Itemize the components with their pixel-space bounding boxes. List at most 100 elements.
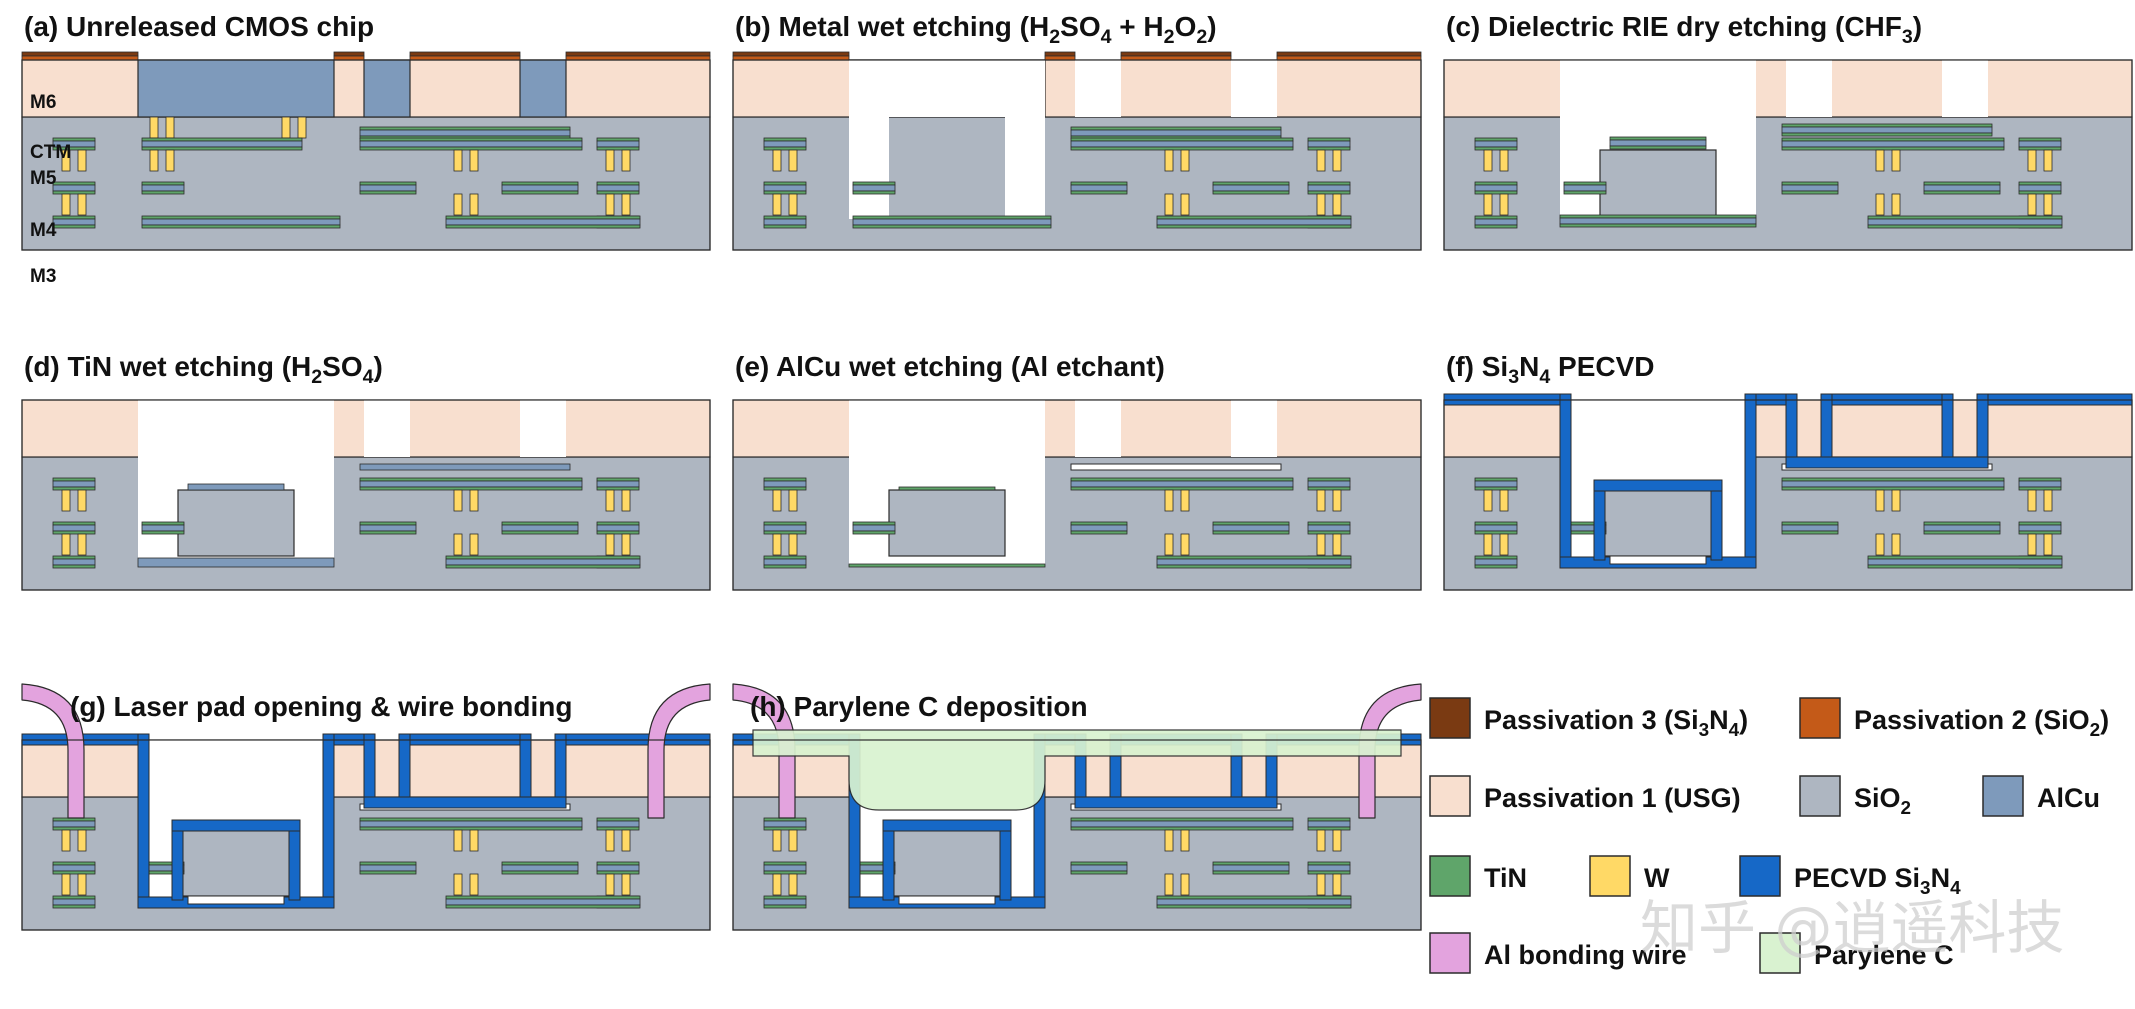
bonding-wire <box>647 683 711 819</box>
tin-layer <box>359 146 583 151</box>
tin-layer <box>1070 530 1128 535</box>
panel-title-a-text: (a) Unreleased CMOS chip <box>24 11 374 42</box>
legend-label-text: Parylene C <box>1814 940 1954 970</box>
tin-layer <box>1307 826 1351 831</box>
panel-title-f: (f) Si3N4 PECVD <box>1446 351 1655 388</box>
tin-layer <box>1070 137 1294 142</box>
tin-layer <box>501 530 579 535</box>
metal-line <box>1474 524 1518 532</box>
legend-label: TiN <box>1484 863 1527 893</box>
legend-label-part: ) <box>1739 705 1748 735</box>
w-via <box>621 489 631 512</box>
tin-layer <box>52 181 96 186</box>
legend-label: Parylene C <box>1814 940 1954 970</box>
legend-label-text: W <box>1644 863 1670 893</box>
tin-layer <box>141 521 185 526</box>
w-via <box>605 533 615 556</box>
w-via <box>621 533 631 556</box>
metal-line <box>763 864 807 872</box>
metal-line <box>1156 558 1352 566</box>
legend-item-passivation2: Passivation 2 (SiO2) <box>1799 697 2109 741</box>
tin-layer <box>1781 190 1839 195</box>
watermark: 知乎 @逍遥科技 <box>1640 894 2064 962</box>
passivation-3 <box>1120 51 1232 57</box>
tin-layer <box>763 137 807 142</box>
tin-layer <box>1563 190 1607 195</box>
w-via <box>1875 489 1885 512</box>
tin-layer <box>596 861 640 866</box>
tin-layer <box>1474 555 1518 560</box>
legend-item-usg: Passivation 1 (USG) <box>1429 775 1741 817</box>
opening <box>138 400 334 457</box>
tin-layer <box>2018 486 2062 491</box>
panel-frame <box>21 739 711 931</box>
w-via <box>469 533 479 556</box>
w-via <box>1316 489 1326 512</box>
tin-layer <box>2018 477 2062 482</box>
metal-line <box>141 140 303 148</box>
metal-line <box>1212 184 1290 192</box>
tin-layer <box>1474 564 1518 569</box>
tin-layer <box>1781 123 1993 128</box>
w-via <box>61 149 71 172</box>
w-via <box>2043 533 2053 556</box>
tin-layer <box>52 861 96 866</box>
tin-layer <box>52 530 96 535</box>
tin-layer <box>1307 870 1351 875</box>
metal-line <box>1070 820 1294 828</box>
panel-title-b-part: O <box>1175 11 1197 42</box>
metal-line <box>52 898 96 906</box>
w-via <box>788 193 798 216</box>
legend-swatch <box>1589 855 1631 897</box>
panel-title-f-text: (f) Si <box>1446 351 1508 382</box>
metal-line <box>1307 820 1351 828</box>
metal-line <box>1609 139 1707 147</box>
metal-line <box>1070 140 1294 148</box>
tin-layer <box>501 861 579 866</box>
w-via <box>1316 829 1326 852</box>
w-via <box>453 489 463 512</box>
tin-layer <box>445 224 641 229</box>
w-via <box>2027 193 2037 216</box>
passivation-3 <box>21 51 139 57</box>
w-via <box>788 489 798 512</box>
metal-line <box>1474 480 1518 488</box>
panel-title-b-part: ) <box>1207 11 1216 42</box>
metal-line <box>1867 218 2063 226</box>
pecvd-si3n4 <box>398 733 411 805</box>
tin-layer <box>1559 223 1757 228</box>
w-via <box>77 829 87 852</box>
metal-line <box>1781 140 2005 148</box>
opening <box>1942 60 1988 117</box>
panel-f <box>1443 393 2133 591</box>
tin-layer <box>1070 181 1128 186</box>
tin-layer <box>763 224 807 229</box>
tin-layer <box>1212 870 1290 875</box>
passivation-3 <box>1044 51 1076 57</box>
legend-swatch <box>1739 855 1781 897</box>
panel-frame <box>732 739 1422 931</box>
tin-layer <box>445 904 641 909</box>
legend-label: Passivation 1 (USG) <box>1484 783 1741 813</box>
tin-layer <box>1781 486 2005 491</box>
w-via <box>772 193 782 216</box>
w-via <box>1316 533 1326 556</box>
metal-line <box>445 898 641 906</box>
tin-layer <box>596 826 640 831</box>
panel-title-f-part: N <box>1519 351 1539 382</box>
metal-line <box>52 218 96 226</box>
legend-label: Al bonding wire <box>1484 940 1687 970</box>
metal-line <box>1474 218 1518 226</box>
w-via <box>621 149 631 172</box>
metal-line <box>1156 218 1352 226</box>
tin-layer <box>1867 224 2063 229</box>
released-island <box>1599 489 1717 557</box>
tin-layer <box>763 904 807 909</box>
metal-line <box>1781 184 1839 192</box>
legend-item-tin: TiN <box>1429 855 1527 897</box>
tin-layer <box>898 486 996 491</box>
metal-line <box>2018 480 2062 488</box>
w-via <box>1164 193 1174 216</box>
tin-layer <box>1781 132 1993 137</box>
